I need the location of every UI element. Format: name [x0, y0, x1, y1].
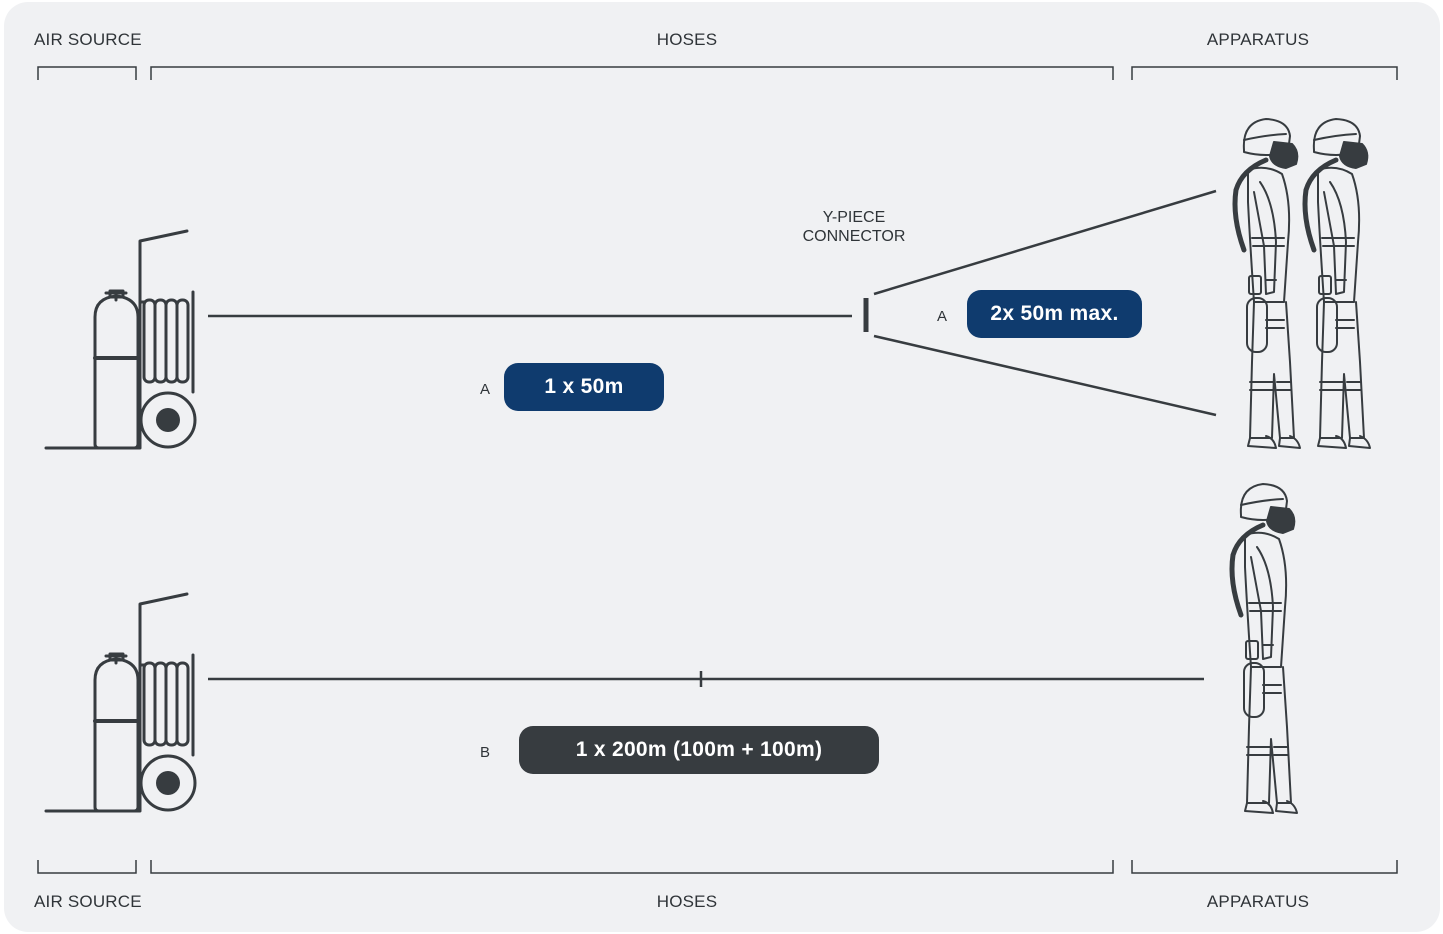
y-piece-label-line2: CONNECTOR — [802, 228, 906, 245]
diagram-canvas — [37, 66, 1398, 874]
hose-length-badge-a-branch: 2x 50m max. — [967, 290, 1142, 338]
breathing-apparatus-wearer-icon — [1235, 119, 1300, 448]
bottom-label-air-source: AIR SOURCE — [34, 892, 142, 911]
bottom-label-apparatus: APPARATUS — [1206, 892, 1310, 911]
config-a-letter-branch: A — [937, 308, 948, 325]
top-brackets — [37, 66, 1398, 80]
hose-line-a-branch-upper — [873, 189, 1217, 296]
air-trolley-icon — [44, 229, 197, 450]
y-piece-label-line1: Y-PIECE — [822, 209, 886, 226]
top-label-hoses: HOSES — [656, 30, 718, 49]
bottom-brackets — [37, 860, 1398, 874]
top-label-apparatus: APPARATUS — [1206, 30, 1310, 49]
hose-length-badge-b: 1 x 200m (100m + 100m) — [519, 726, 879, 774]
top-label-air-source: AIR SOURCE — [34, 30, 142, 49]
diagram-panel: AIR SOURCE HOSES APPARATUS AIR SOURCE HO… — [4, 2, 1440, 932]
hose-line-a-branch-lower — [873, 334, 1217, 417]
breathing-apparatus-wearer-icon — [1305, 119, 1370, 448]
config-a-letter-main: A — [480, 381, 491, 398]
y-piece-label: Y-PIECE CONNECTOR — [803, 208, 906, 246]
breathing-apparatus-wearer-icon — [1232, 484, 1297, 813]
air-trolley-icon — [44, 592, 197, 813]
hose-length-badge-a-main: 1 x 50m — [504, 363, 664, 411]
bottom-label-hoses: HOSES — [656, 892, 718, 911]
config-b-letter: B — [480, 744, 491, 761]
